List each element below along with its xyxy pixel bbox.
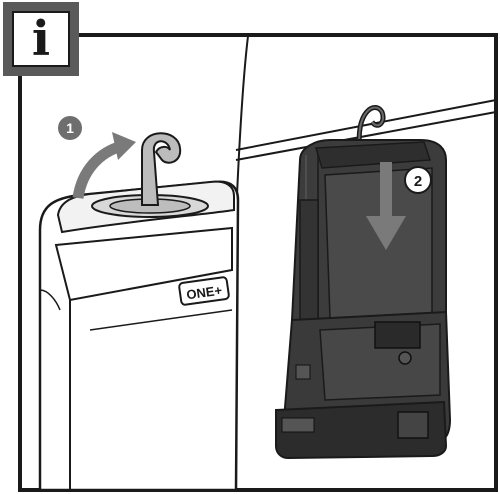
svg-text:1: 1 bbox=[66, 120, 74, 136]
up-arrow-icon bbox=[72, 140, 124, 200]
info-letter: i bbox=[31, 11, 51, 67]
callout-1 bbox=[58, 116, 82, 140]
svg-text:2: 2 bbox=[414, 173, 422, 190]
hook-icon bbox=[141, 132, 182, 206]
info-badge-inner: i bbox=[12, 11, 70, 67]
brand-logo: ONE+ bbox=[178, 276, 230, 306]
lantern-right: 2 bbox=[235, 99, 497, 460]
callout-2 bbox=[404, 166, 432, 194]
info-icon: i bbox=[3, 2, 79, 76]
svg-text:ONE+: ONE+ bbox=[185, 283, 223, 303]
down-arrow-icon bbox=[366, 216, 406, 250]
panel-frame bbox=[18, 33, 498, 492]
lantern-left: ONE+ 1 bbox=[38, 116, 240, 492]
